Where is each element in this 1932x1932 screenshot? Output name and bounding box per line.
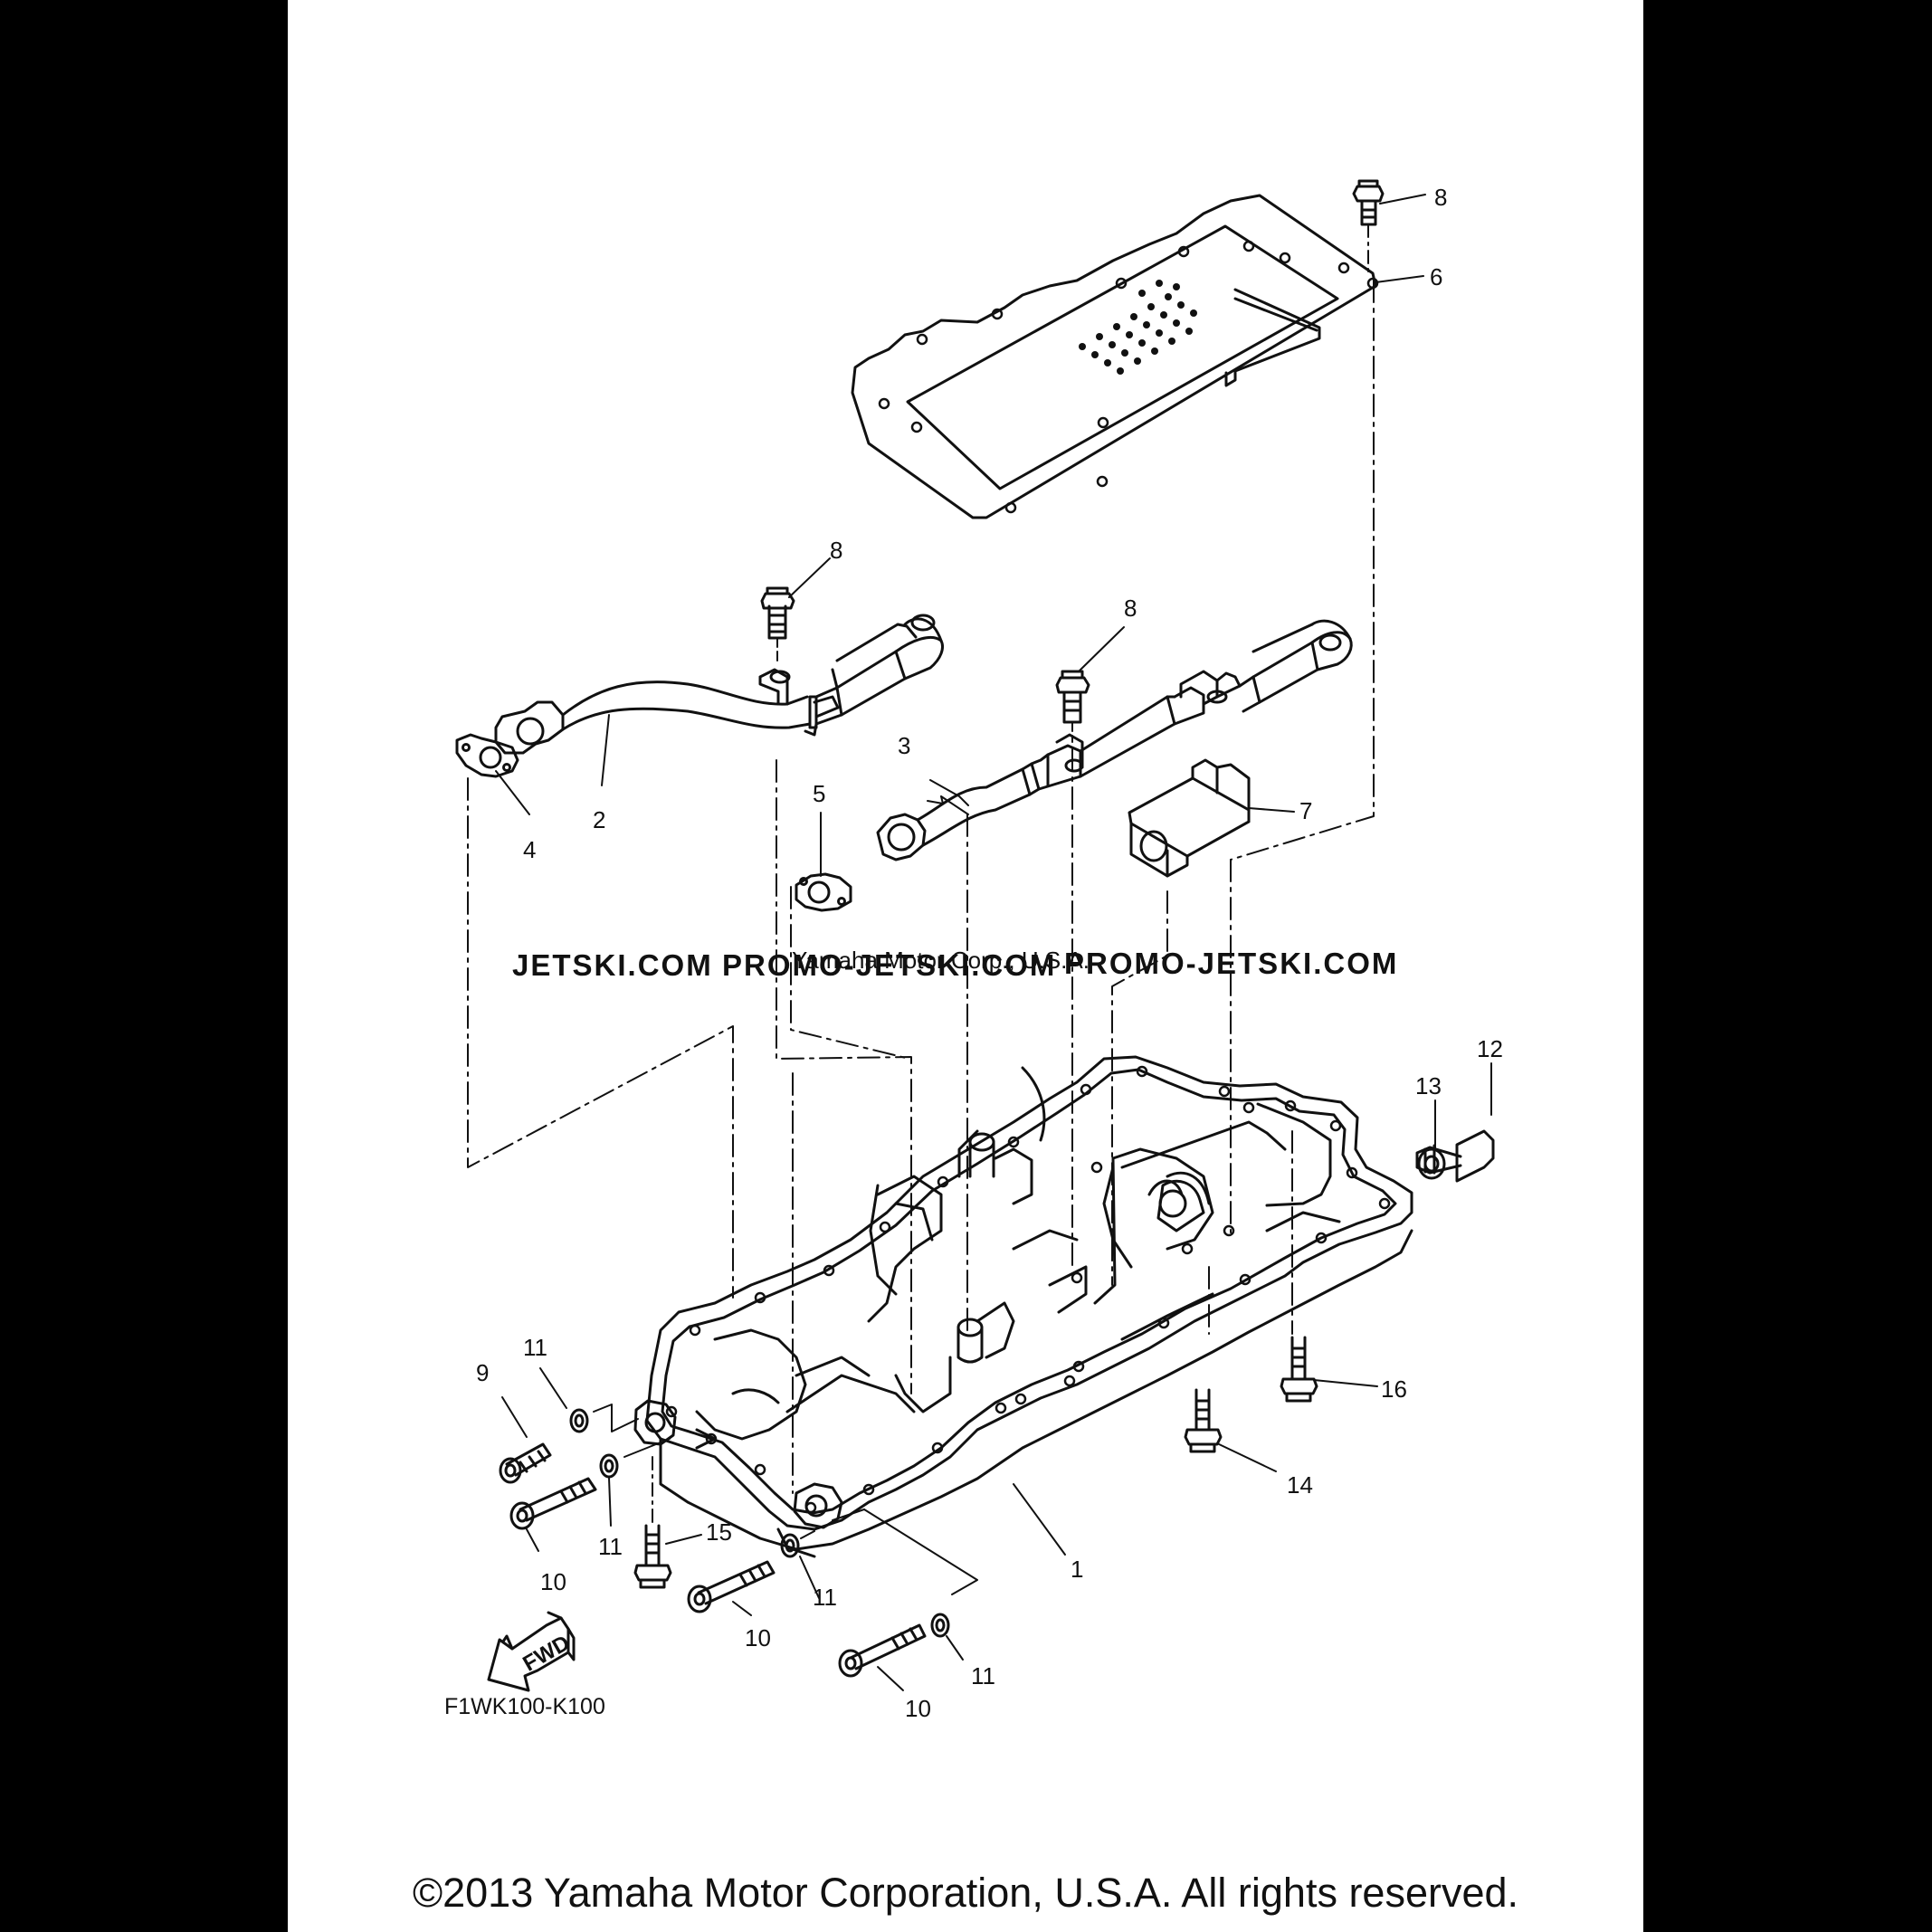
watermark-yamaha: Yamaha Motor Corp., U.S.A.: [792, 947, 1090, 974]
callout-11-b: 11: [598, 1533, 623, 1560]
callout-3: 3: [898, 732, 910, 759]
washer-11: [569, 1408, 950, 1638]
watermark-promo-right: PROMO-JETSKI.COM: [1064, 947, 1398, 980]
callout-5: 5: [813, 780, 825, 807]
grouping-lines: [593, 1404, 978, 1595]
copyright-notice: ©2013 Yamaha Motor Corporation, U.S.A. A…: [412, 1870, 1519, 1916]
bolt-15: [633, 1456, 672, 1589]
bolt-8-top: [1352, 179, 1385, 272]
alignment-lines: [467, 280, 1375, 1494]
callout-10-a: 10: [540, 1568, 566, 1595]
callout-11-a: 11: [523, 1334, 547, 1361]
callout-4: 4: [523, 836, 536, 863]
callout-1: 1: [1071, 1556, 1083, 1583]
diagram-code: F1WK100-K100: [444, 1694, 605, 1719]
callout-9: 9: [476, 1359, 489, 1386]
watermark-promo-left: PROMO-JETSKI.COM: [722, 948, 1056, 982]
callout-15: 15: [706, 1518, 732, 1546]
callout-8-top: 8: [1434, 184, 1447, 211]
callout-10-b: 10: [745, 1624, 771, 1651]
oil-pan-1: [633, 1055, 1413, 1558]
bolt-10-left: [509, 1477, 597, 1530]
washer-13: [1417, 1147, 1446, 1180]
callout-8-left: 8: [830, 537, 842, 564]
callout-13: 13: [1415, 1072, 1442, 1099]
callout-10-c: 10: [905, 1695, 931, 1722]
bolt-9: [499, 1442, 552, 1484]
callout-7: 7: [1299, 797, 1312, 824]
bolt-10-right: [838, 1623, 927, 1678]
watermark-jetski: JETSKI.COM: [512, 948, 713, 982]
bracket-7: [1128, 758, 1251, 878]
callout-14: 14: [1287, 1471, 1313, 1499]
leader-lines: [495, 194, 1492, 1691]
oil-pipe-3: [876, 619, 1353, 861]
oil-pipe-2: [494, 614, 944, 755]
callout-11-d: 11: [971, 1662, 995, 1689]
bolt-8-pipe-3: [1055, 670, 1090, 743]
callout-2: 2: [593, 806, 605, 833]
bolt-10-middle: [687, 1560, 776, 1613]
callout-8-right: 8: [1124, 595, 1137, 622]
callout-12: 12: [1477, 1035, 1503, 1062]
bolt-8-pipe-2: [760, 586, 795, 661]
callout-16: 16: [1381, 1375, 1407, 1403]
oil-pan-cover-plate: [851, 194, 1379, 519]
gasket-4: [455, 733, 519, 778]
bolt-16: [1280, 1336, 1318, 1403]
fwd-arrow-icon: [487, 1611, 576, 1692]
callout-11-c: 11: [813, 1584, 837, 1611]
callout-6: 6: [1430, 263, 1442, 290]
gasket-5: [795, 872, 852, 912]
bolt-14: [1184, 1388, 1223, 1453]
